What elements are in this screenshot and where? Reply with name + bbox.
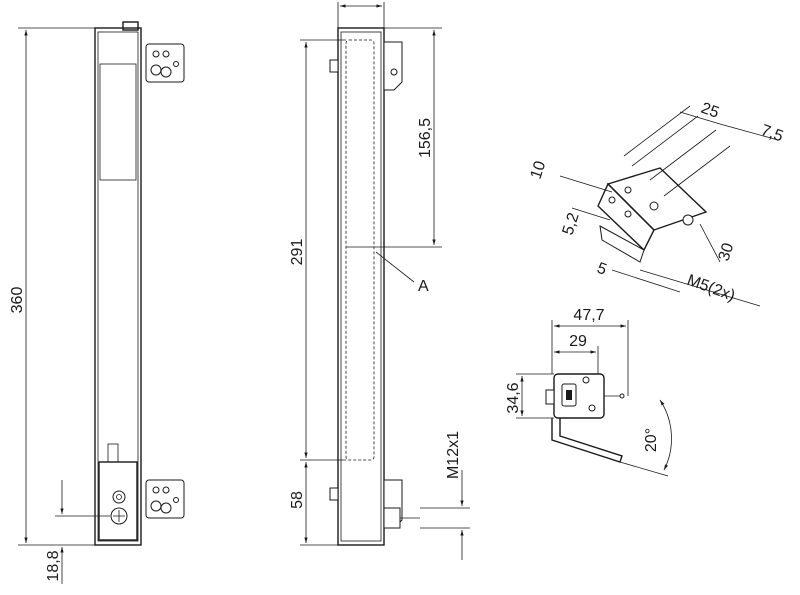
dim-bracket-angle-label: 20° xyxy=(643,428,660,452)
dim-upper-section-label: 156,5 xyxy=(417,118,434,158)
dim-bracket-height-label: 34,6 xyxy=(505,382,522,413)
side-connector xyxy=(383,507,420,529)
dim-lower-section-label: 58 xyxy=(289,491,306,509)
detail-a-view: 25 7,5 10 5,2 30 5 M5(2x) xyxy=(528,100,786,307)
bracket-view: 47,7 29 34,6 20° xyxy=(505,307,672,477)
front-connector-icon xyxy=(110,490,128,525)
dim-total-length: 360 xyxy=(9,27,95,546)
front-bottom-bracket xyxy=(145,479,185,519)
dim-detail-a-offset-label: 7,5 xyxy=(759,122,786,146)
side-view: 156,5 291 58 M12x1 A xyxy=(289,2,470,560)
dim-bracket-angle: 20° xyxy=(619,399,672,477)
dim-total-length-label: 360 xyxy=(9,287,26,314)
dim-lower-offset-label: 18,8 xyxy=(45,550,62,581)
dim-detail-a-depth: 30 xyxy=(699,223,738,263)
dim-bracket-width: 47,7 xyxy=(551,307,629,396)
dim-detail-a-height-top-label: 10 xyxy=(528,159,550,181)
dim-connector: M12x1 xyxy=(420,431,470,560)
dim-detail-a-offset: 7,5 xyxy=(719,122,786,146)
dim-detail-a-hole-offset-label: 5,2 xyxy=(560,211,583,238)
front-top-bracket xyxy=(145,43,185,83)
dim-detail-a-hole-spacing: 5 xyxy=(595,260,681,293)
dim-bracket-width-label: 47,7 xyxy=(573,307,604,324)
side-housing xyxy=(337,27,385,546)
dim-connector-label: M12x1 xyxy=(445,431,462,479)
front-view: 360 18,8 xyxy=(9,21,185,584)
dim-detail-a-width-label: 25 xyxy=(699,100,722,122)
dim-bracket-inner-label: 29 xyxy=(569,333,587,350)
dim-detail-a-hole-offset: 5,2 xyxy=(560,207,611,238)
dim-detail-a-hole-spacing-label: 5 xyxy=(595,260,609,279)
dim-detail-a-screws-label: M5(2x) xyxy=(685,272,738,305)
front-window xyxy=(99,63,137,181)
dim-bracket-height: 34,6 xyxy=(505,373,554,419)
dim-detail-a-width: 25 xyxy=(679,100,722,125)
side-top-clip xyxy=(383,41,403,91)
front-end-cap-top xyxy=(122,21,139,31)
dim-bracket-inner: 29 xyxy=(554,333,599,374)
dim-active-length: 291 xyxy=(289,39,346,461)
bracket-angled-plate xyxy=(551,418,623,463)
dim-lower-section: 58 xyxy=(289,462,338,546)
dim-upper-section: 156,5 xyxy=(374,27,442,248)
front-housing xyxy=(94,27,142,546)
side-active-field xyxy=(345,39,375,461)
dim-active-length-label: 291 xyxy=(289,239,306,266)
dim-side-width xyxy=(337,2,385,28)
dim-lower-offset: 18,8 xyxy=(45,480,110,584)
dim-detail-a-depth-label: 30 xyxy=(716,241,738,263)
dim-detail-a-height-top: 10 xyxy=(528,159,613,193)
detail-marker: A xyxy=(375,251,429,295)
detail-marker-label: A xyxy=(418,278,429,295)
dim-detail-a-screws: M5(2x) xyxy=(639,269,761,307)
